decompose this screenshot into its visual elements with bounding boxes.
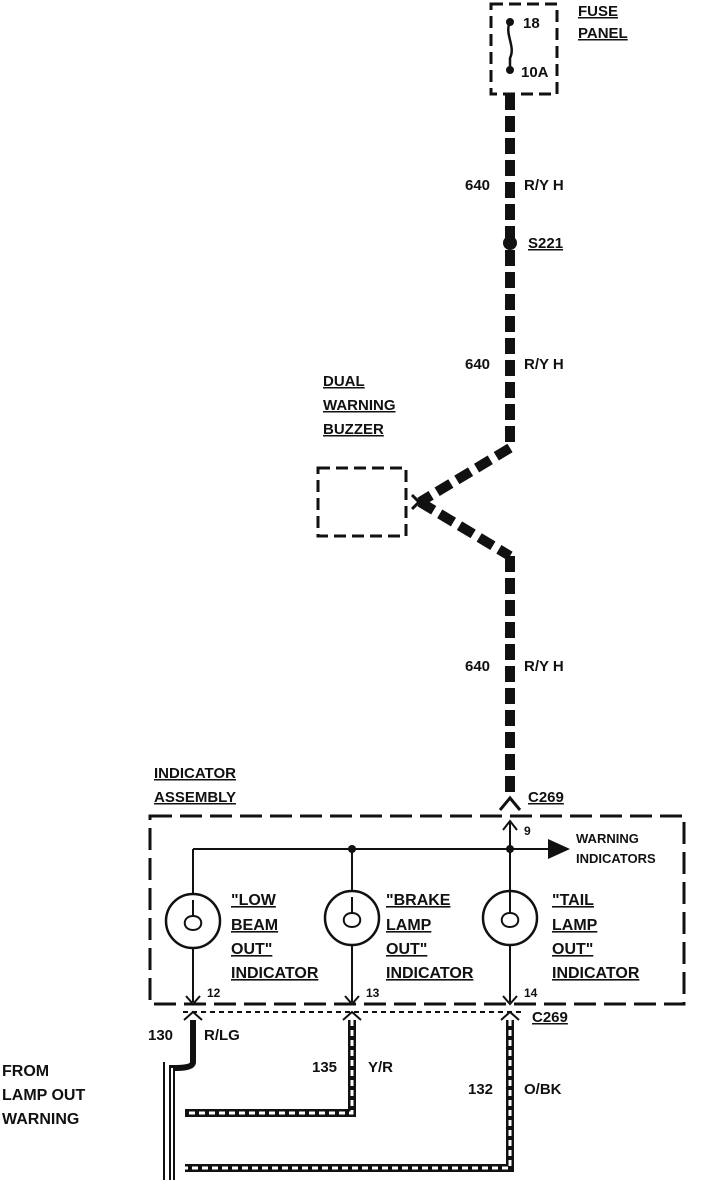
wire-135-color: Y/R	[368, 1059, 393, 1076]
indicator-1-label-1: "LOW	[231, 892, 277, 909]
indicator-2-label-4: INDICATOR	[386, 965, 474, 982]
warning-output-label-1: WARNING	[576, 831, 639, 846]
indicator-2-label-1: "BRAKE	[386, 892, 451, 909]
indicator-3-label-2: LAMP	[552, 917, 598, 934]
indicator-3-label-4: INDICATOR	[552, 965, 640, 982]
splice-s221	[503, 236, 517, 250]
indicator-2-label-3: OUT"	[386, 941, 427, 958]
lamp-filament-low-beam	[183, 900, 203, 932]
fuse-box	[489, 2, 559, 96]
fuse-element	[507, 21, 513, 70]
buzzer-label-3: BUZZER	[323, 421, 384, 438]
buzzer-box	[316, 466, 408, 538]
wire-132-circuit: 132	[468, 1081, 493, 1098]
fuse-panel-label-2: PANEL	[578, 25, 628, 42]
indicator-3-label-3: OUT"	[552, 941, 593, 958]
indicator-2-label-2: LAMP	[386, 917, 432, 934]
indicator-3-label-1: "TAIL	[552, 892, 594, 909]
buzzer-label-1: DUAL	[323, 373, 365, 390]
assembly-label-2: ASSEMBLY	[154, 789, 236, 806]
wire-130	[169, 1020, 196, 1180]
wire-640-color-2: R/Y H	[524, 356, 564, 373]
fuse-rating: 10A	[521, 64, 549, 81]
wire-135-stripe	[185, 1020, 354, 1115]
connector-top-label: C269	[528, 789, 564, 806]
buzzer-contact-b	[410, 493, 428, 511]
wire-to-buzzer	[417, 443, 513, 507]
indicator-3-pin-mark	[502, 995, 518, 1006]
wire-132-color: O/BK	[524, 1081, 562, 1098]
indicator-1-label-2: BEAM	[231, 917, 278, 934]
wire-130-color: R/LG	[204, 1027, 240, 1044]
wire-640-circuit-1: 640	[465, 177, 490, 194]
indicator-2-pin-mark	[344, 995, 360, 1006]
indicator-1-label-4: INDICATOR	[231, 965, 319, 982]
fuse-terminal-bottom	[506, 66, 514, 74]
source-label-3: WARNING	[2, 1111, 79, 1128]
connector-top-pin: 9	[524, 824, 531, 838]
indicator-assembly-box	[148, 814, 686, 1006]
fuse-panel-label-1: FUSE	[578, 3, 618, 20]
connector-top-mark-1	[498, 795, 522, 811]
connector-bottom-mark-2	[342, 1010, 362, 1021]
indicator-3-pin: 14	[524, 986, 538, 1000]
wire-640-color-3: R/Y H	[524, 658, 564, 675]
buzzer-label-2: WARNING	[323, 397, 396, 414]
wire-135-circuit: 135	[312, 1059, 337, 1076]
wire-640-circuit-3: 640	[465, 658, 490, 675]
wire-640-color-1: R/Y H	[524, 177, 564, 194]
wire-640-circuit-2: 640	[465, 356, 490, 373]
bus-junction-2	[506, 845, 514, 853]
warning-output-label-2: INDICATORS	[576, 851, 656, 866]
wire-130-circuit: 130	[148, 1027, 173, 1044]
connector-bottom-label: C269	[532, 1009, 568, 1026]
source-label-2: LAMP OUT	[2, 1087, 85, 1104]
warning-arrow-icon	[548, 839, 570, 859]
connector-bottom-mark-3	[500, 1010, 520, 1021]
wire-132-stripe	[185, 1020, 512, 1170]
indicator-1-label-3: OUT"	[231, 941, 272, 958]
indicator-2-pin: 13	[366, 986, 380, 1000]
wire-from-buzzer	[417, 497, 513, 561]
indicator-1-pin-mark	[185, 995, 201, 1006]
assembly-label-1: INDICATOR	[154, 765, 236, 782]
splice-label: S221	[528, 235, 563, 252]
indicator-1-pin: 12	[207, 986, 221, 1000]
lamp-filament-brake	[342, 897, 362, 929]
source-label-1: FROM	[2, 1063, 49, 1080]
connector-bottom-mark-1	[183, 1010, 203, 1021]
lamp-filament-tail	[500, 897, 520, 929]
fuse-number: 18	[523, 15, 540, 32]
